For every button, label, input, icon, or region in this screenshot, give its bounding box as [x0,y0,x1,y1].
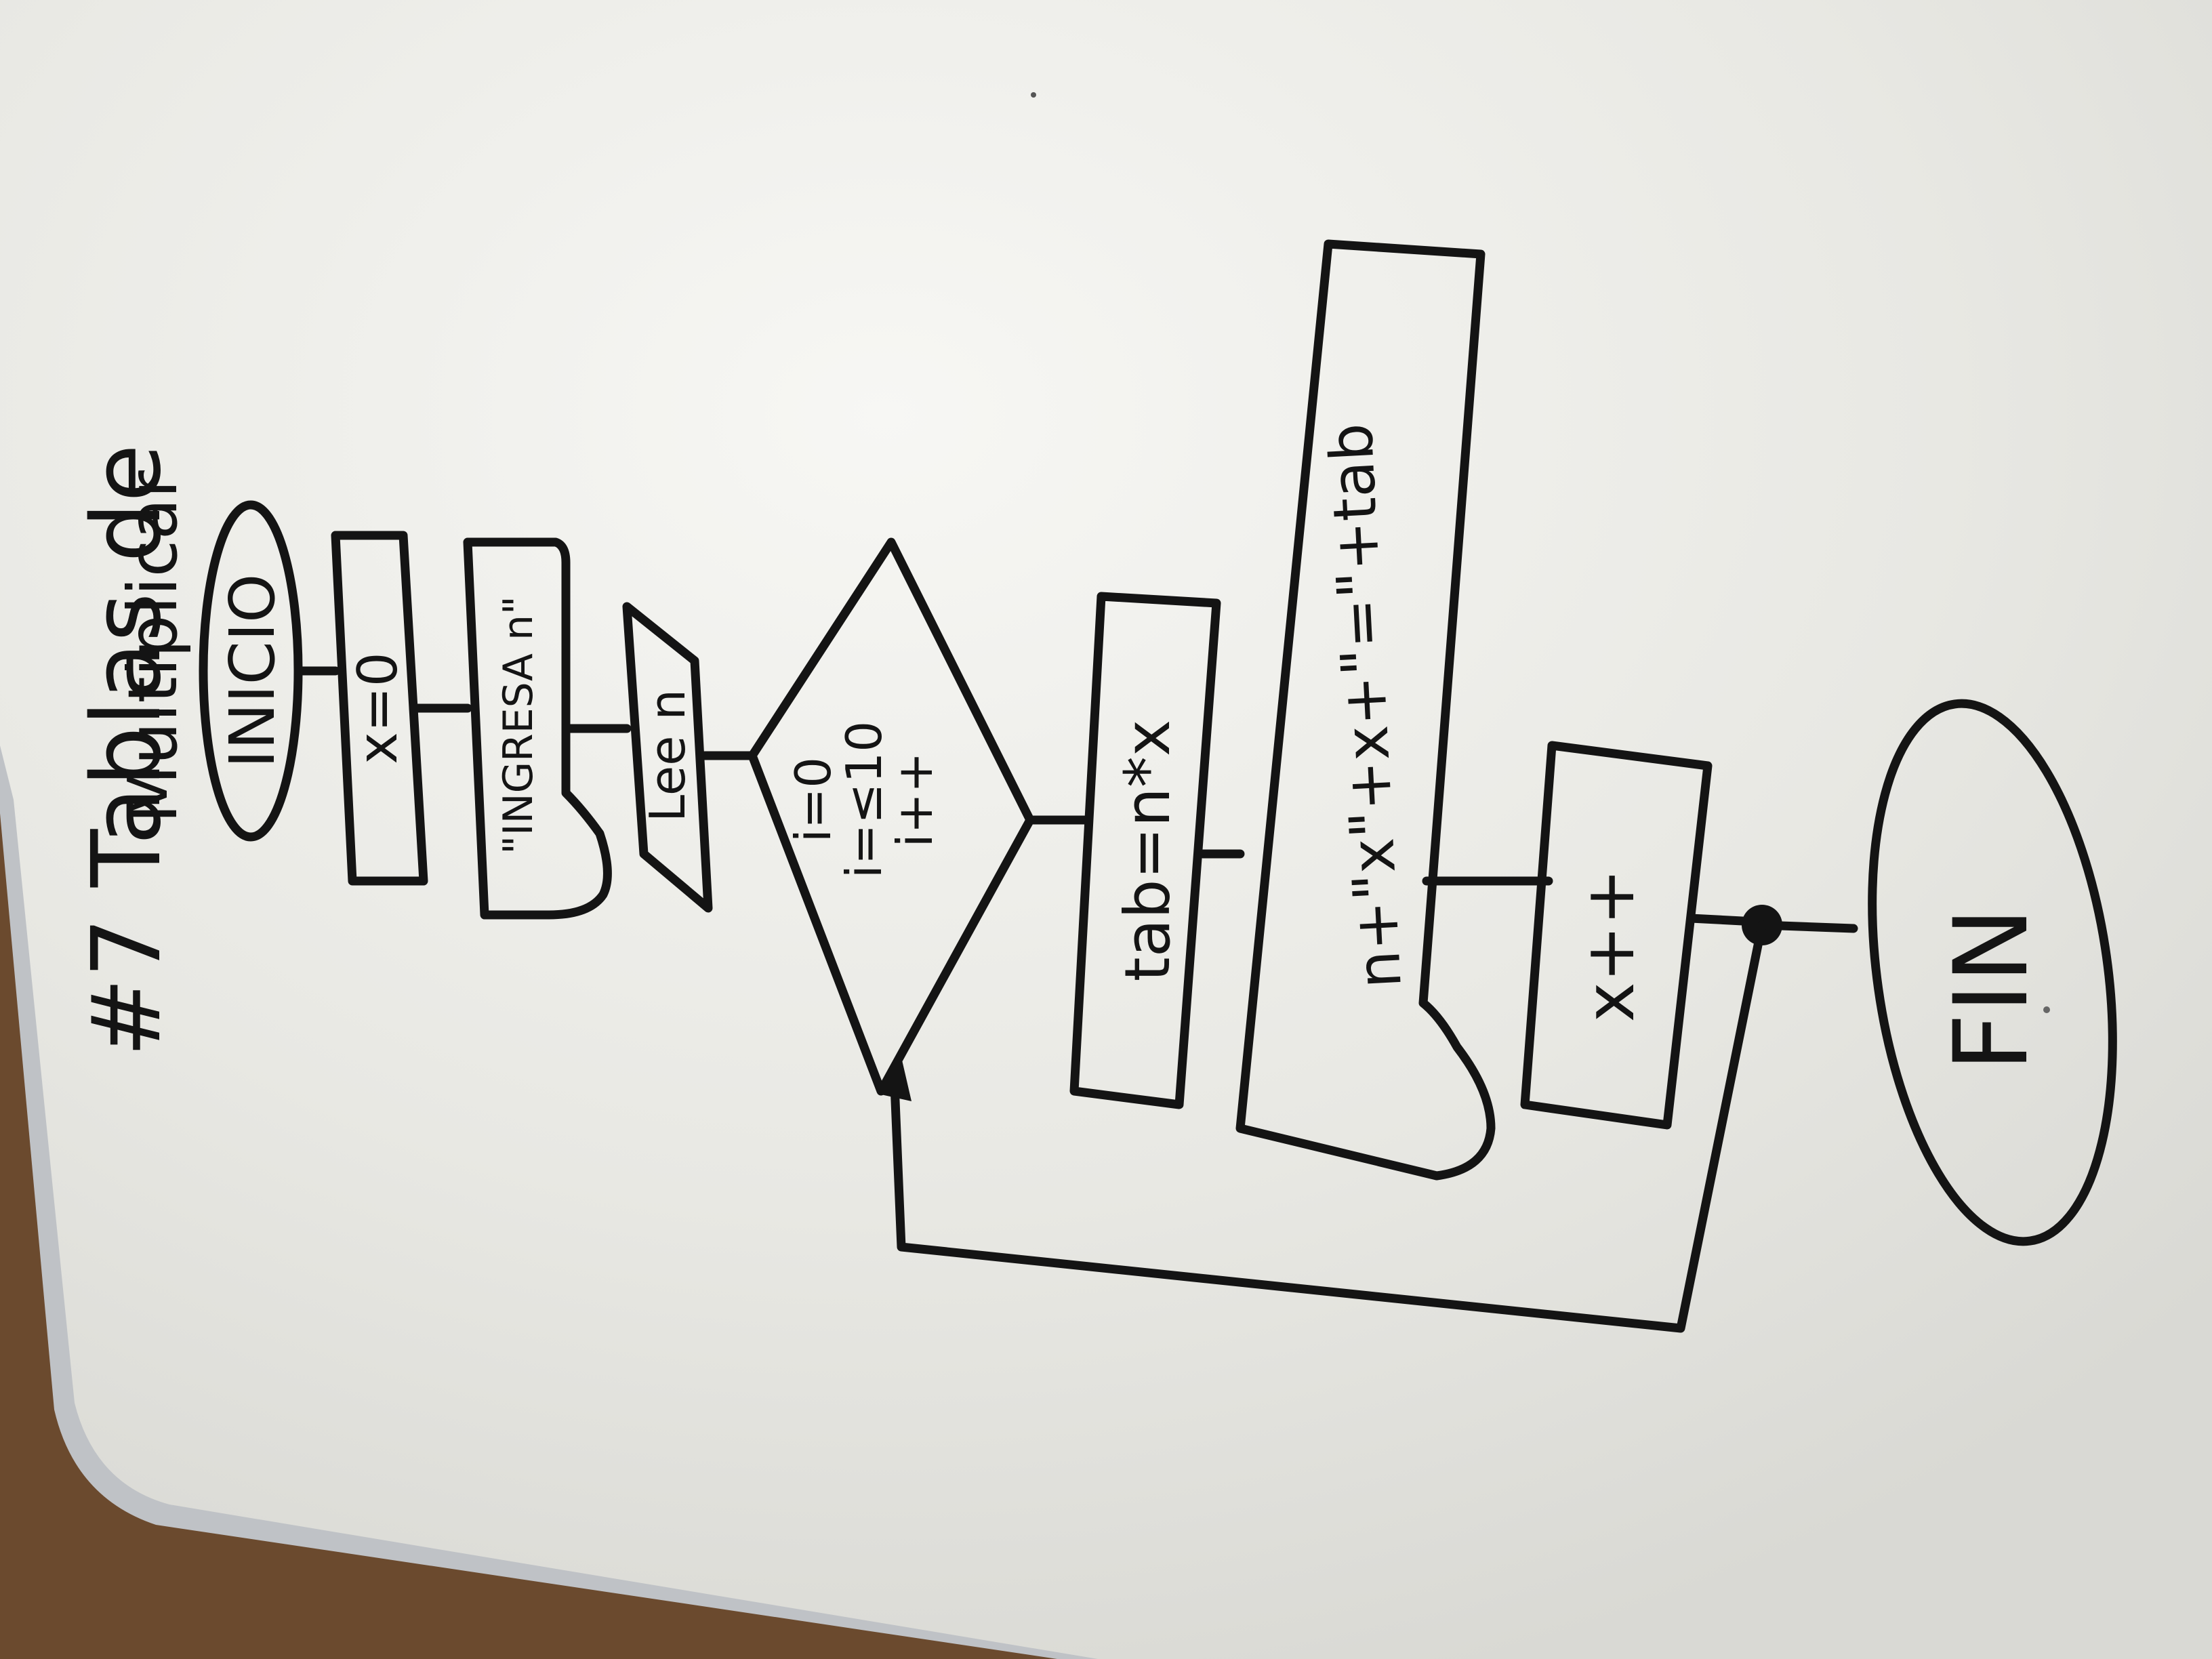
calc-process-box [1069,592,1221,1109]
start-label: INICIO [216,574,289,769]
read-input-shape [622,602,713,913]
prompt-display-shape [463,537,612,920]
connector-junction-end [1757,920,1858,933]
prompt-label: "INGRESA n" [495,596,542,854]
read-label: Lee n [639,689,696,822]
init-label: x=0 [346,652,409,764]
increment-label: x++ [1570,869,1650,1023]
init-data-shape [331,531,428,886]
smudge [2043,1006,2050,1013]
loop-step-label: i++ [886,752,943,848]
smudge [1031,92,1036,98]
increment-process-box [1520,741,1713,1130]
loop-init-label: i=0 [785,757,842,842]
end-label: FIN [1933,907,2051,1072]
output-display-shape [1235,239,1496,1181]
calc-label: tab=n*x [1111,720,1184,982]
title-line1: #7 Tablas de [72,444,182,1057]
title-line2: Multiplicar [113,470,192,823]
end-terminal [1868,699,2117,1246]
title-group: #7 Tablas de Multiplicar [72,444,192,1057]
loop-condition-label: i=≤10 [836,721,893,878]
loop-back-arrowhead [881,1057,912,1101]
loop-back-connector [890,920,1767,1333]
